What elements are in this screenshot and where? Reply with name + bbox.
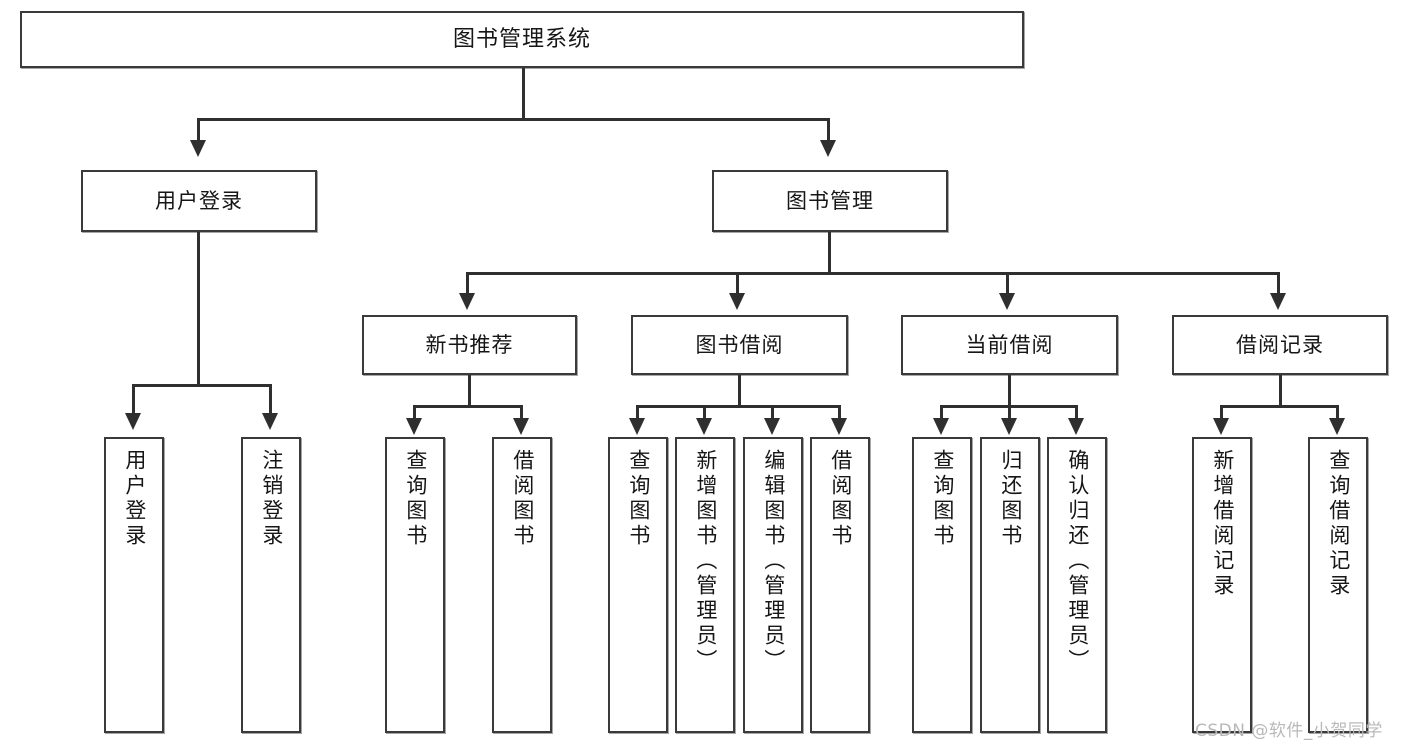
node-label: 图书管理系统	[452, 26, 591, 52]
connector-drop-leaf-borrow-book-1	[520, 405, 523, 421]
node-leaf-user-logout[interactable]: 注销登录	[241, 437, 301, 733]
connector-book-manage-stem	[828, 232, 831, 272]
node-leaf-add-borrow-record[interactable]: 新增借阅记录	[1192, 437, 1252, 733]
node-label: 借阅记录	[1236, 332, 1324, 357]
arrowhead-new-book-recommend	[459, 293, 475, 310]
node-book-borrow[interactable]: 图书借阅	[631, 315, 848, 375]
node-leaf-query-book-current[interactable]: 查询图书	[912, 437, 972, 733]
node-leaf-user-login[interactable]: 用户登录	[104, 437, 164, 733]
node-label: 新书推荐	[425, 332, 514, 357]
node-label: 图书管理	[786, 188, 874, 213]
node-leaf-borrow-book-new-book[interactable]: 借阅图书	[492, 437, 552, 733]
connector-drop-leaf-confirm-return	[1075, 405, 1078, 421]
connector-drop-current-borrow	[1006, 272, 1009, 296]
node-new-book-recommend[interactable]: 新书推荐	[362, 315, 577, 375]
connector-new-book-recommend-bus	[413, 405, 523, 408]
connector-drop-book-borrow	[736, 272, 739, 296]
connector-book-borrow-stem	[738, 375, 741, 405]
node-leaf-add-book-admin[interactable]: 新增图书（管理员）	[675, 437, 735, 733]
node-current-borrow[interactable]: 当前借阅	[901, 315, 1118, 375]
node-leaf-query-book-borrow[interactable]: 查询图书	[608, 437, 668, 733]
arrowhead-leaf-user-logout	[262, 413, 278, 430]
arrowhead-leaf-edit-book	[764, 418, 780, 435]
node-label: 新增借阅记录	[1210, 449, 1235, 599]
node-label: 查询图书	[403, 449, 428, 549]
connector-drop-book-manage	[827, 118, 830, 142]
node-label: 新增图书（管理员）	[693, 449, 718, 674]
node-leaf-borrow-book-borrow[interactable]: 借阅图书	[810, 437, 870, 733]
arrowhead-leaf-query-book-2	[629, 418, 645, 435]
connector-drop-leaf-borrow-book-2	[838, 405, 841, 421]
node-label: 借阅图书	[510, 449, 535, 549]
arrowhead-leaf-confirm-return	[1068, 418, 1084, 435]
arrowhead-leaf-user-login	[125, 413, 141, 430]
connector-drop-leaf-user-login	[132, 384, 135, 416]
node-label: 图书借阅	[695, 332, 784, 357]
connector-root-stem	[522, 68, 525, 118]
connector-drop-borrow-record	[1277, 272, 1280, 296]
connector-book-borrow-bus	[636, 405, 840, 408]
arrowhead-leaf-add-record	[1213, 418, 1229, 435]
arrowhead-leaf-return-book	[1001, 418, 1017, 435]
connector-level2-bus	[466, 272, 1280, 275]
arrowhead-book-manage	[820, 140, 836, 157]
connector-drop-leaf-edit-book	[771, 405, 774, 421]
arrowhead-borrow-record	[1270, 293, 1286, 310]
node-leaf-confirm-return-admin[interactable]: 确认归还（管理员）	[1047, 437, 1107, 733]
node-label: 归还图书	[998, 449, 1023, 549]
connector-borrow-record-stem	[1279, 375, 1282, 405]
connector-drop-leaf-query-book-3	[940, 405, 943, 421]
connector-drop-leaf-add-record	[1220, 405, 1223, 421]
node-leaf-edit-book-admin[interactable]: 编辑图书（管理员）	[743, 437, 803, 733]
connector-borrow-record-bus	[1220, 405, 1339, 408]
node-leaf-return-book[interactable]: 归还图书	[980, 437, 1040, 733]
node-label: 用户登录	[155, 188, 243, 213]
connector-level1-bus	[197, 118, 829, 121]
connector-drop-user-login	[197, 118, 200, 142]
connector-drop-new-book-recommend	[466, 272, 469, 296]
arrowhead-leaf-add-book	[696, 418, 712, 435]
arrowhead-leaf-query-record	[1329, 418, 1345, 435]
connector-drop-leaf-user-logout	[269, 384, 272, 416]
connector-user-login-bus	[132, 384, 272, 387]
connector-drop-leaf-query-book-2	[636, 405, 639, 421]
node-label: 查询图书	[626, 449, 651, 549]
arrowhead-leaf-borrow-book-2	[831, 418, 847, 435]
node-label: 借阅图书	[828, 449, 853, 549]
node-leaf-query-book-new-book[interactable]: 查询图书	[385, 437, 445, 733]
node-root-book-management-system[interactable]: 图书管理系统	[20, 11, 1024, 68]
connector-drop-leaf-query-book-1	[413, 405, 416, 421]
node-label: 注销登录	[259, 449, 284, 549]
arrowhead-leaf-query-book-1	[406, 418, 422, 435]
node-user-login[interactable]: 用户登录	[81, 170, 317, 232]
connector-drop-leaf-query-record	[1336, 405, 1339, 421]
node-book-manage[interactable]: 图书管理	[712, 170, 948, 232]
arrowhead-current-borrow	[999, 293, 1015, 310]
node-label: 确认归还（管理员）	[1065, 449, 1090, 674]
arrowhead-user-login	[190, 140, 206, 157]
node-borrow-record[interactable]: 借阅记录	[1172, 315, 1388, 375]
node-leaf-query-borrow-record[interactable]: 查询借阅记录	[1308, 437, 1368, 733]
arrowhead-leaf-query-book-3	[933, 418, 949, 435]
node-label: 当前借阅	[965, 332, 1054, 357]
node-label: 查询借阅记录	[1326, 449, 1351, 599]
arrowhead-leaf-borrow-book-1	[513, 418, 529, 435]
connector-drop-leaf-add-book	[703, 405, 706, 421]
connector-user-login-stem	[197, 232, 200, 384]
node-label: 查询图书	[930, 449, 955, 549]
connector-current-borrow-stem	[1008, 375, 1011, 405]
arrowhead-book-borrow	[729, 293, 745, 310]
node-label: 编辑图书（管理员）	[761, 449, 786, 674]
node-label: 用户登录	[122, 449, 147, 549]
connector-new-book-recommend-stem	[468, 375, 471, 405]
connector-drop-leaf-return-book	[1008, 405, 1011, 421]
